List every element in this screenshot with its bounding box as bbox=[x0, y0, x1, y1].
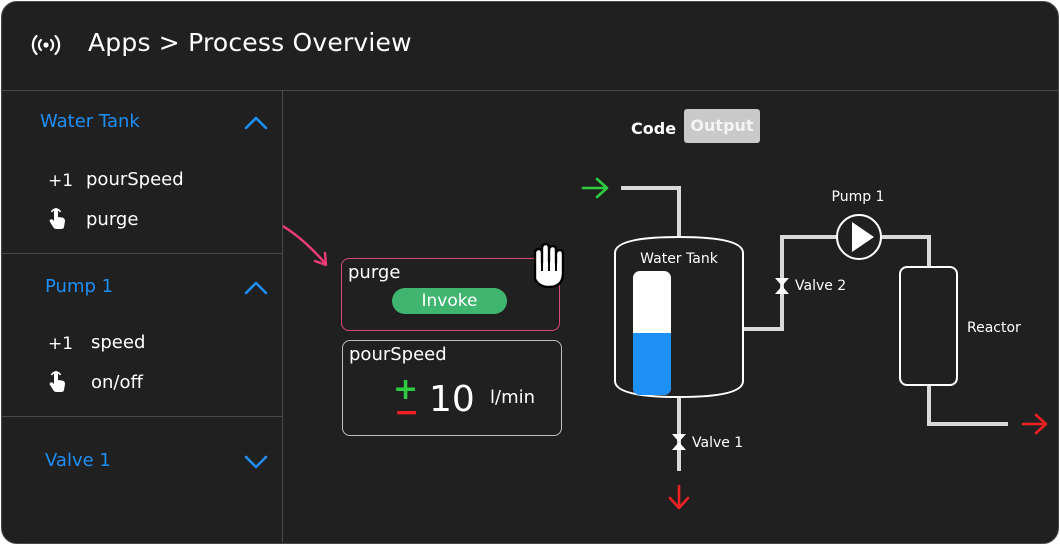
pourspeed-unit: l/min bbox=[490, 387, 536, 408]
output-tab[interactable]: Output bbox=[684, 109, 760, 143]
valve-1-icon bbox=[672, 434, 686, 450]
item-prefix: +1 bbox=[48, 334, 74, 354]
header: Apps > Process Overview bbox=[2, 2, 1058, 91]
grab-hand-icon bbox=[533, 242, 565, 289]
item-prefix: +1 bbox=[48, 171, 74, 191]
invoke-button[interactable]: Invoke bbox=[392, 288, 507, 314]
pourspeed-card: pourSpeed + − 10 l/min bbox=[342, 340, 562, 436]
tap-icon bbox=[49, 371, 65, 392]
code-tab[interactable]: Code bbox=[631, 119, 677, 138]
reactor-outflow-arrow-icon bbox=[1021, 413, 1048, 435]
main-canvas: Water Tank Valve 1 Valve 2 Pump 1 Reac bbox=[283, 91, 1058, 543]
sidebar-item-purge[interactable]: purge bbox=[86, 209, 139, 230]
tank-level-fill bbox=[633, 333, 671, 395]
pourspeed-value: 10 bbox=[429, 379, 475, 420]
valve-1-label: Valve 1 bbox=[692, 435, 743, 451]
sidebar: Water Tank +1 pourSpeed purge Pump 1 +1 … bbox=[2, 91, 283, 543]
sidebar-item-on-off[interactable]: on/off bbox=[91, 372, 143, 393]
process-diagram: Water Tank Valve 1 Valve 2 Pump 1 Reac bbox=[283, 177, 1048, 510]
pump-to-reactor-pipe bbox=[881, 235, 931, 267]
broadcast-icon bbox=[31, 34, 61, 56]
drag-arrow-head bbox=[313, 251, 328, 267]
chevron-up-icon[interactable] bbox=[243, 280, 269, 296]
card-title: pourSpeed bbox=[349, 344, 447, 365]
outflow-arrow-icon bbox=[668, 484, 690, 510]
reactor-label: Reactor bbox=[967, 320, 1021, 336]
valve-2-icon bbox=[775, 278, 789, 294]
valve-2-label: Valve 2 bbox=[795, 278, 846, 294]
drag-arrow bbox=[283, 224, 327, 265]
sidebar-item-speed[interactable]: speed bbox=[91, 332, 146, 353]
sidebar-section-water-tank: Water Tank +1 pourSpeed purge bbox=[2, 91, 282, 254]
chevron-up-icon[interactable] bbox=[243, 115, 269, 131]
sidebar-section-valve-1: Valve 1 bbox=[2, 417, 282, 507]
tap-icon bbox=[49, 208, 65, 229]
sidebar-section-title[interactable]: Valve 1 bbox=[45, 450, 111, 471]
sidebar-section-title[interactable]: Water Tank bbox=[40, 111, 140, 132]
sidebar-item-pourspeed[interactable]: pourSpeed bbox=[86, 169, 184, 190]
card-title: purge bbox=[348, 262, 401, 283]
reactor-outlet-pipe bbox=[927, 385, 1008, 426]
reactor bbox=[899, 266, 958, 386]
tank-label: Water Tank bbox=[640, 251, 719, 267]
page-title: Apps > Process Overview bbox=[88, 28, 412, 57]
sidebar-section-pump-1: Pump 1 +1 speed on/off bbox=[2, 254, 282, 417]
chevron-down-icon[interactable] bbox=[243, 454, 269, 470]
sidebar-section-title[interactable]: Pump 1 bbox=[45, 276, 114, 297]
increment-button[interactable]: + bbox=[393, 372, 419, 407]
inlet-pipe bbox=[621, 186, 681, 239]
purge-card[interactable]: purge Invoke bbox=[341, 258, 560, 331]
pump-label: Pump 1 bbox=[832, 189, 885, 205]
decrement-button[interactable]: − bbox=[394, 395, 420, 430]
inflow-arrow-icon bbox=[581, 177, 609, 199]
